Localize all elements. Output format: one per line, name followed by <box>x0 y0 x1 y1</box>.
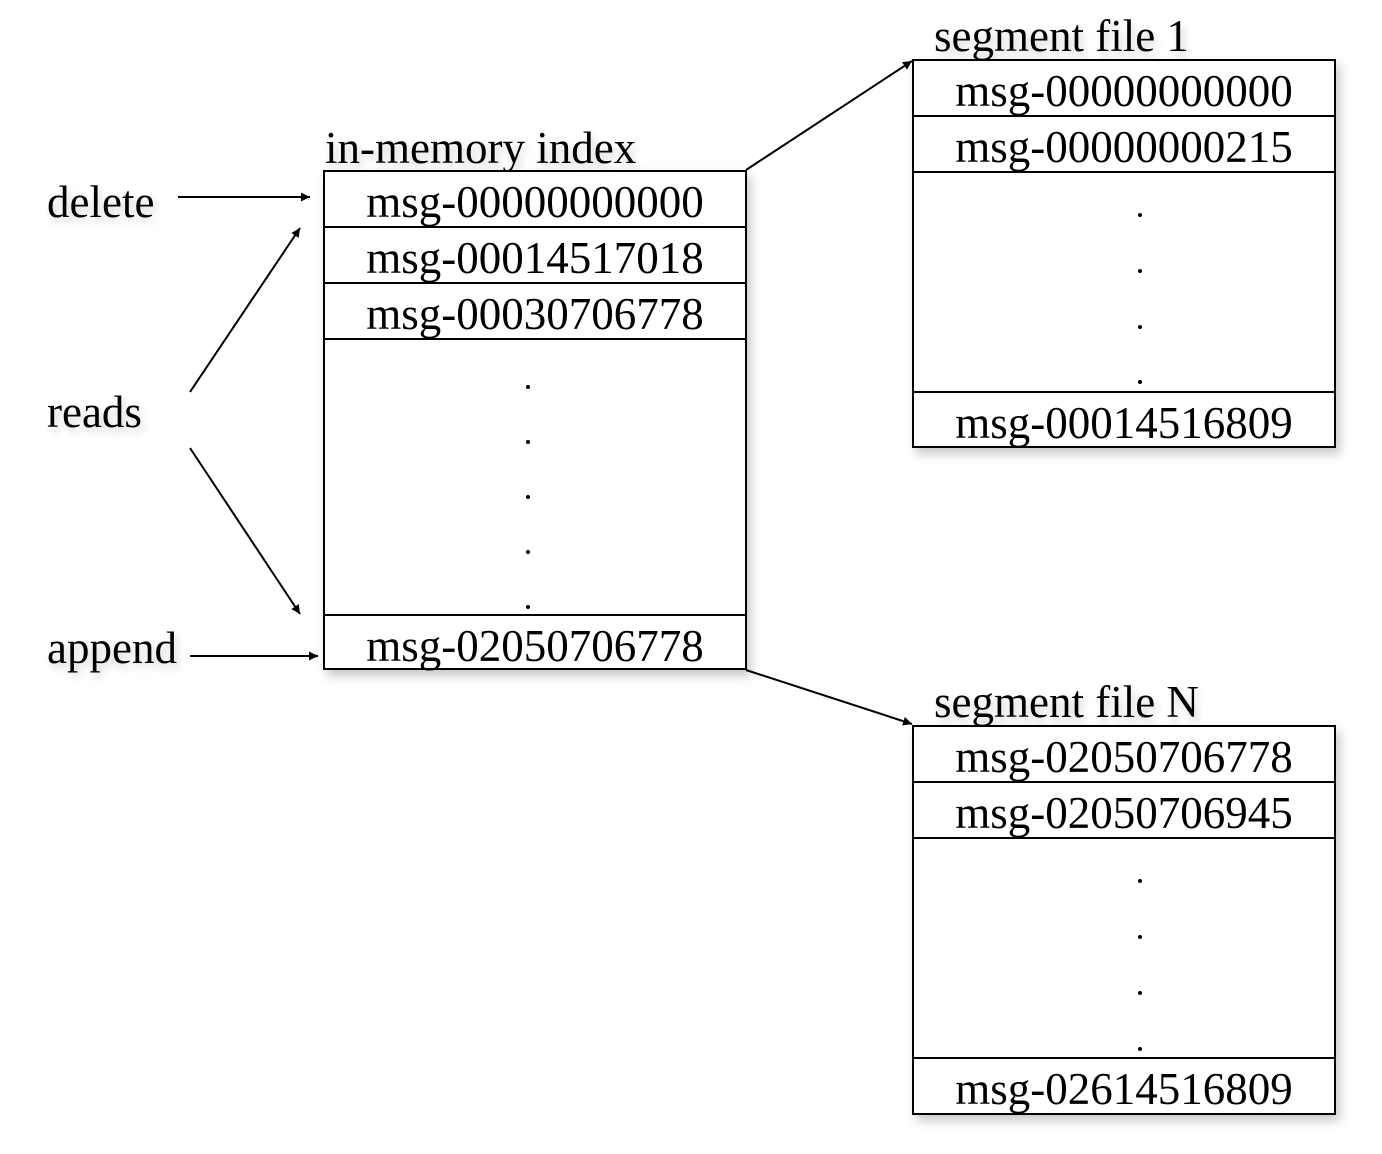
index-title: in-memory index <box>325 123 637 173</box>
index-entry: msg-00030706778 <box>325 284 745 340</box>
segment-file-n-title: segment file N <box>934 677 1199 727</box>
reads-label: reads <box>47 387 142 437</box>
ellipsis-dots <box>914 173 1334 393</box>
segment-last-entry: msg-02614516809 <box>914 1057 1334 1113</box>
link-to-segment-1 <box>745 60 913 171</box>
link-to-segment-n <box>745 669 913 726</box>
reads-arrow-bottom <box>189 447 301 615</box>
index-entry: msg-00000000000 <box>325 172 745 228</box>
ellipsis-dots <box>914 839 1334 1060</box>
segment-entry: msg-02050706778 <box>914 727 1334 783</box>
segment-file-1-box: msg-00000000000 msg-00000000215 msg-0001… <box>912 59 1336 448</box>
segment-last-entry: msg-00014516809 <box>914 391 1334 446</box>
segment-entry: msg-00000000000 <box>914 61 1334 117</box>
index-last-entry: msg-02050706778 <box>325 614 745 669</box>
segment-entry: msg-02050706945 <box>914 783 1334 839</box>
index-entry: msg-00014517018 <box>325 228 745 284</box>
delete-label: delete <box>47 177 155 227</box>
in-memory-index-box: msg-00000000000 msg-00014517018 msg-0003… <box>323 170 747 670</box>
append-label: append <box>47 623 177 673</box>
ellipsis-dots <box>325 340 745 616</box>
segment-file-n-box: msg-02050706778 msg-02050706945 msg-0261… <box>912 725 1336 1115</box>
segment-entry: msg-00000000215 <box>914 117 1334 173</box>
reads-arrow-top <box>189 227 301 393</box>
segment-file-1-title: segment file 1 <box>934 11 1189 61</box>
